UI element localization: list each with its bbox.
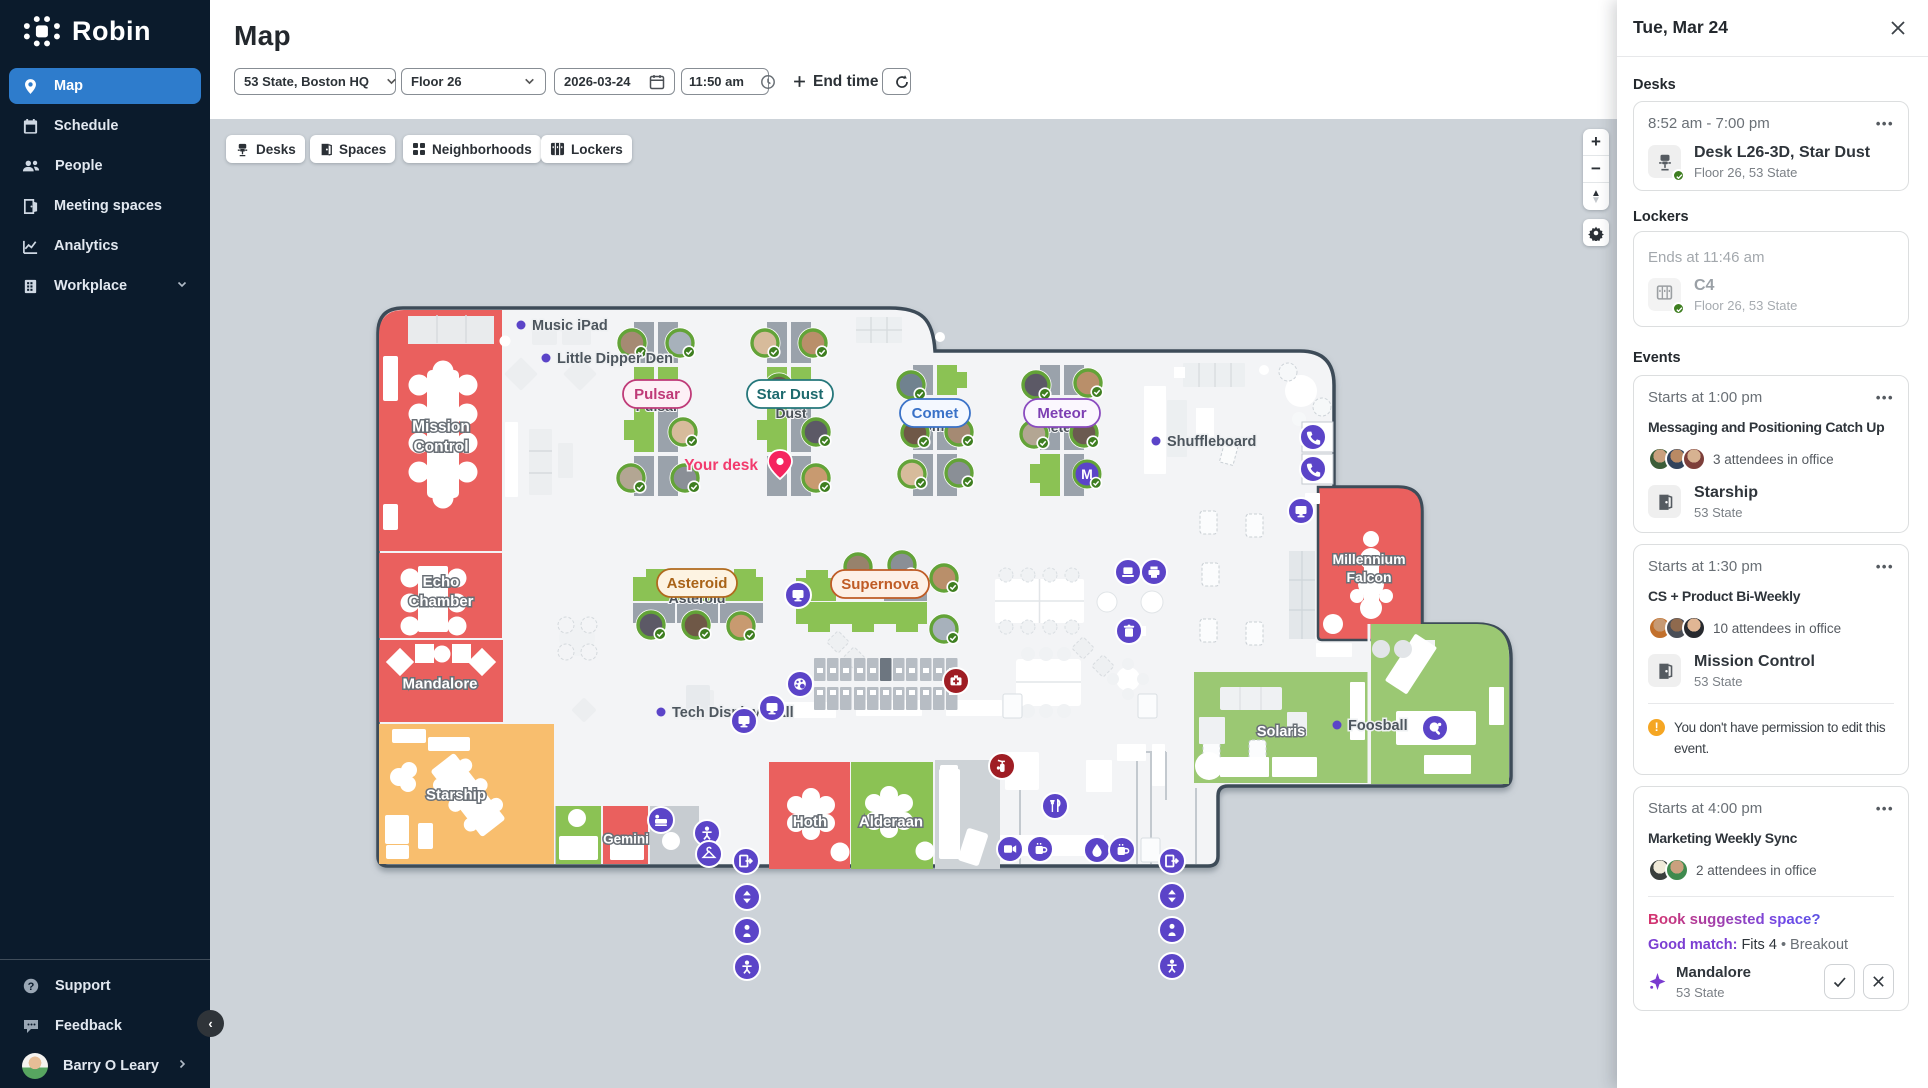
- svg-text:Star Dust: Star Dust: [757, 386, 824, 403]
- svg-text:Supernova: Supernova: [841, 576, 919, 593]
- svg-text:Comet: Comet: [912, 405, 959, 422]
- svg-text:Meteor: Meteor: [1037, 405, 1086, 422]
- svg-text:Gemini: Gemini: [603, 832, 649, 847]
- svg-text:Little Dipper Den: Little Dipper Den: [557, 351, 673, 367]
- svg-text:Starship: Starship: [426, 786, 486, 803]
- svg-text:Hoth: Hoth: [793, 813, 827, 830]
- svg-text:?: ?: [28, 981, 35, 993]
- svg-text:Falcon: Falcon: [1346, 569, 1391, 585]
- svg-text:Solaris: Solaris: [1257, 724, 1305, 740]
- svg-text:Millennium: Millennium: [1332, 551, 1405, 567]
- svg-text:Shuffleboard: Shuffleboard: [1167, 434, 1256, 450]
- svg-text:M: M: [1081, 466, 1093, 482]
- svg-text:Your desk: Your desk: [684, 457, 758, 474]
- svg-text:Mission: Mission: [412, 418, 470, 435]
- svg-text:Music iPad: Music iPad: [532, 318, 608, 334]
- svg-text:Asteroid: Asteroid: [667, 575, 728, 592]
- svg-text:Chamber: Chamber: [408, 593, 473, 610]
- svg-text:Foosball: Foosball: [1348, 718, 1408, 734]
- svg-text:Control: Control: [413, 439, 468, 456]
- svg-text:Mandalore: Mandalore: [402, 675, 477, 692]
- svg-text:Alderaan: Alderaan: [859, 813, 923, 830]
- svg-text:Echo: Echo: [423, 574, 460, 591]
- svg-text:Pulsar: Pulsar: [634, 386, 680, 403]
